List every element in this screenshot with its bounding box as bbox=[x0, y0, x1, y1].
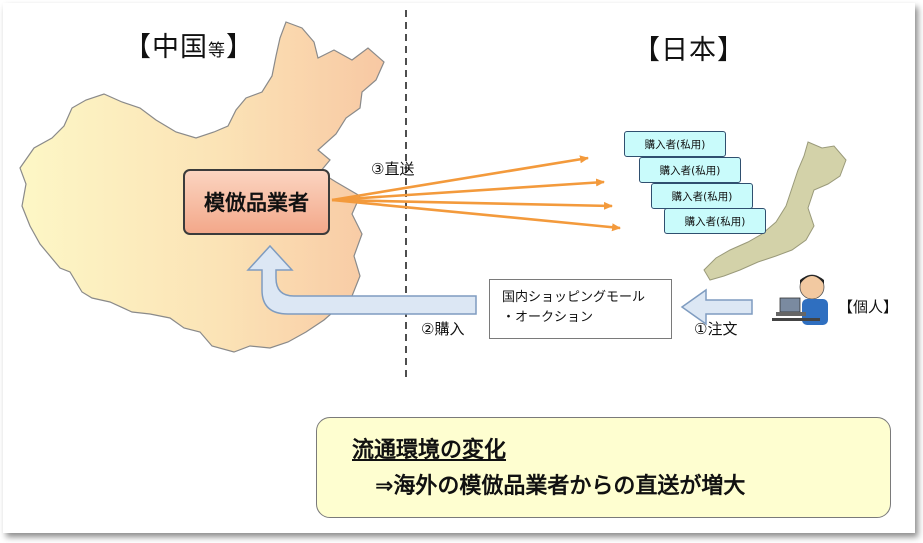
buyer-card: 購入者(私用) bbox=[664, 208, 766, 234]
order-flow-arrow bbox=[680, 288, 753, 326]
buyer-card: 購入者(私用) bbox=[639, 157, 741, 183]
purchase-flow-arrow bbox=[246, 244, 477, 315]
japan-region-title: 【日本】 bbox=[633, 35, 745, 66]
counterfeit-vendor-box: 模倣品業者 bbox=[183, 169, 330, 235]
japan-map bbox=[703, 141, 847, 281]
buyer-card: 購入者(私用) bbox=[651, 183, 753, 209]
step-purchase-label: ②購入 bbox=[421, 320, 465, 338]
individual-label: 【個人】 bbox=[838, 298, 899, 316]
person-at-computer-icon bbox=[772, 274, 828, 325]
summary-title: 流通環境の変化 bbox=[352, 438, 507, 463]
domestic-mall-box: 国内ショッピングモール ・オークション bbox=[489, 279, 672, 339]
step-direct-shipping-label: ③直送 bbox=[371, 160, 415, 178]
mall-line-1: 国内ショッピングモール bbox=[502, 290, 646, 305]
summary-text: ⇒海外の模倣品業者からの直送が増大 bbox=[375, 474, 746, 499]
mall-line-2: ・オークション bbox=[502, 310, 594, 325]
summary-box: 流通環境の変化 ⇒海外の模倣品業者からの直送が増大 bbox=[316, 417, 891, 518]
direct-shipping-arrows bbox=[331, 155, 621, 232]
china-region-title: 【中国等】 bbox=[124, 32, 254, 63]
buyer-card: 購入者(私用) bbox=[624, 131, 726, 157]
step-order-label: ①注文 bbox=[694, 320, 738, 338]
